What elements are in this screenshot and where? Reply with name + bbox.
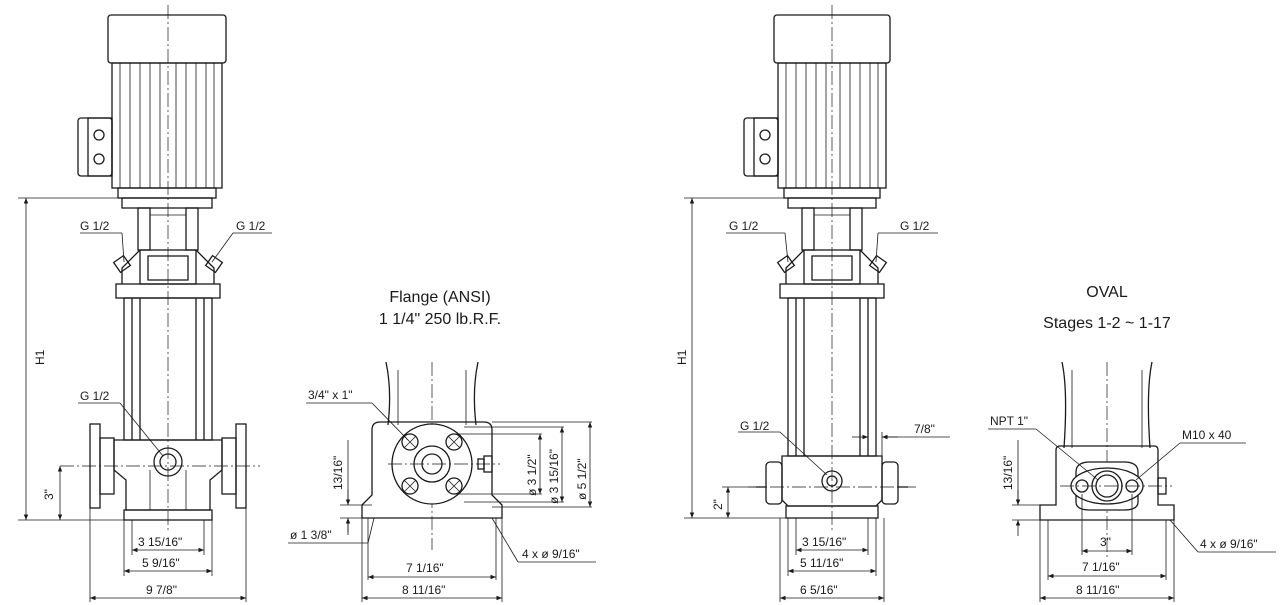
right-port-base-label: G 1/2 bbox=[740, 419, 770, 433]
left-port-base-label: G 1/2 bbox=[80, 389, 110, 403]
left-port-left-label: G 1/2 bbox=[80, 219, 110, 233]
oval-center-dim: 3" bbox=[1100, 535, 1111, 549]
oval-port-label: NPT 1" bbox=[990, 414, 1028, 428]
flange-base-dim-2: 8 11/16" bbox=[402, 583, 445, 597]
flange-circle-dim-3: ø 5 1/2" bbox=[575, 458, 589, 500]
right-base-dim-1: 3 15/16" bbox=[802, 535, 846, 549]
left-pump-dimensions: G 1/2 G 1/2 G 1/2 H1 3" 3 15/16" 5 9/16"… bbox=[18, 197, 272, 602]
flange-holes-label: 4 x ø 9/16" bbox=[522, 547, 580, 561]
oval-height-label: 13/16" bbox=[1001, 456, 1015, 490]
left-pump bbox=[60, 5, 260, 530]
left-h1-label: H1 bbox=[33, 349, 47, 365]
flange-dimensions: 3/4" x 1" 13/16" ø 1 3/8" ø 3 1/2" ø 3 1… bbox=[288, 388, 596, 602]
oval-holes-label: 4 x ø 9/16" bbox=[1200, 537, 1258, 551]
oval-title-2: Stages 1-2 ~ 1-17 bbox=[1043, 315, 1171, 332]
flange-circle-dim-1: ø 3 1/2" bbox=[525, 454, 539, 496]
left-base-dim-1: 3 15/16" bbox=[138, 535, 182, 549]
oval-base-dim-1: 7 1/16" bbox=[1082, 560, 1120, 574]
right-port-left-label: G 1/2 bbox=[729, 219, 759, 233]
right-pump-dimensions: G 1/2 G 1/2 G 1/2 H1 2" 7/8" 3 15/16" 5 … bbox=[675, 197, 950, 602]
flange-bolt-label: 3/4" x 1" bbox=[308, 388, 353, 402]
flange-title-1: Flange (ANSI) bbox=[389, 289, 490, 306]
left-port-right-label: G 1/2 bbox=[236, 219, 266, 233]
right-side-offset: 7/8" bbox=[914, 422, 935, 436]
right-pump bbox=[743, 5, 916, 530]
left-base-dim-3: 9 7/8" bbox=[146, 583, 177, 597]
right-base-dim-2: 5 11/16" bbox=[800, 556, 843, 570]
flange-height-label: 13/16" bbox=[331, 456, 345, 490]
oval-title-1: OVAL bbox=[1086, 284, 1128, 301]
left-base-dim-2: 5 9/16" bbox=[142, 556, 180, 570]
flange-base-dim-1: 7 1/16" bbox=[406, 561, 444, 575]
flange-detail: Flange (ANSI) 1 1/4" 250 lb.R.F. bbox=[361, 289, 503, 550]
flange-foot-dia: ø 1 3/8" bbox=[290, 528, 332, 542]
oval-bolt-label: M10 x 40 bbox=[1182, 428, 1232, 442]
oval-base-dim-2: 8 11/16" bbox=[1076, 583, 1119, 597]
right-inlet-height-label: 2" bbox=[711, 499, 725, 510]
oval-dimensions: NPT 1" M10 x 40 13/16" 3" 4 x ø 9/16" 7 … bbox=[988, 414, 1276, 602]
right-h1-label: H1 bbox=[675, 349, 689, 365]
oval-detail: OVAL Stages 1-2 ~ 1-17 bbox=[1039, 284, 1175, 560]
flange-circle-dim-2: ø 3 15/16" bbox=[547, 449, 561, 504]
left-inlet-height-label: 3" bbox=[42, 489, 56, 500]
right-base-dim-3: 6 5/16" bbox=[800, 583, 838, 597]
right-port-right-label: G 1/2 bbox=[900, 219, 930, 233]
flange-title-2: 1 1/4" 250 lb.R.F. bbox=[379, 311, 501, 328]
